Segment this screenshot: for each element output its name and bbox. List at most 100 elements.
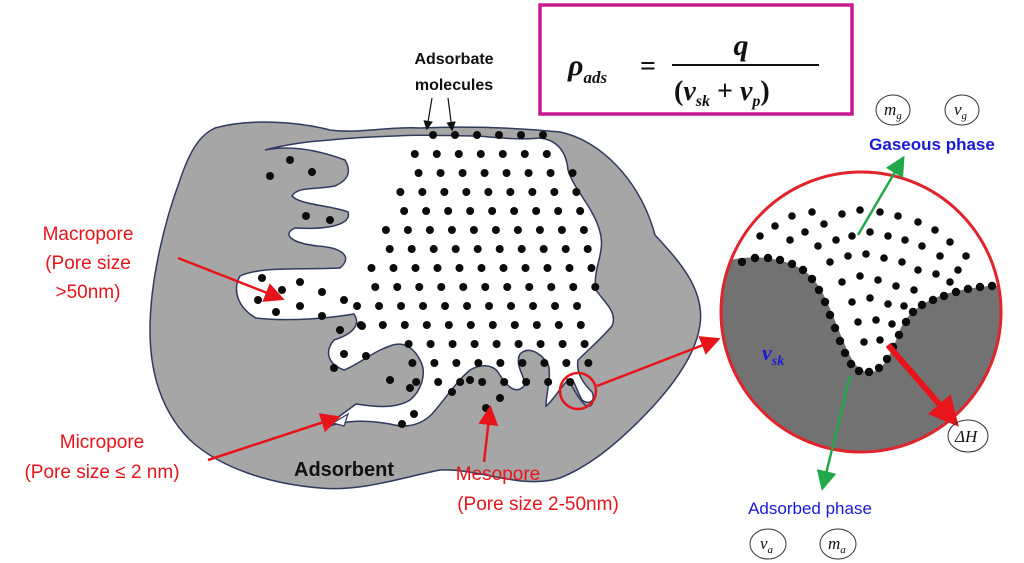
molecule — [466, 321, 475, 329]
svg-text:(vsk + vp): (vsk + vp) — [674, 76, 770, 110]
molecule — [463, 302, 472, 310]
molecule — [499, 264, 508, 272]
dh-symbol-ring — [947, 419, 989, 453]
molecule — [901, 317, 911, 327]
molecule — [302, 212, 310, 220]
molecule — [517, 131, 526, 139]
molecule — [481, 283, 490, 291]
eq-den-plus: + — [710, 76, 740, 107]
molecule — [441, 302, 450, 310]
molecule — [456, 378, 465, 386]
macropore-label-1: Macropore — [43, 224, 134, 245]
dh-symbol: ΔH — [954, 427, 979, 446]
molecule — [330, 364, 338, 372]
molecule — [436, 169, 445, 177]
molecule — [569, 283, 578, 291]
molecule — [459, 283, 468, 291]
macropore-label-3: >50nm) — [56, 282, 121, 303]
molecule — [488, 321, 497, 329]
molecule — [539, 131, 548, 139]
molecule — [326, 216, 334, 224]
molecule — [451, 131, 460, 139]
micropore-label-1: Micropore — [60, 432, 144, 453]
molecule — [485, 302, 494, 310]
molecule — [429, 245, 438, 253]
eq-den-v2: v — [740, 76, 753, 107]
molecule — [514, 340, 523, 348]
molecule — [580, 340, 589, 348]
molecule — [543, 264, 552, 272]
molecule — [838, 278, 846, 286]
gas-phase-arrow — [856, 155, 905, 236]
molecule — [848, 232, 856, 240]
molecule — [786, 236, 794, 244]
molecule — [430, 359, 439, 367]
adsorbate-arrow-1 — [423, 97, 433, 131]
molecule — [398, 420, 406, 428]
molecule — [562, 359, 571, 367]
molecule — [554, 321, 563, 329]
magnify-marker — [558, 371, 598, 411]
molecule — [838, 210, 846, 218]
molecule — [408, 359, 417, 367]
molecule — [254, 296, 262, 304]
eq-den-open: ( — [674, 76, 683, 107]
molecule — [840, 348, 850, 358]
molecule — [848, 298, 856, 306]
adsorbate-molecules — [254, 131, 600, 428]
molecule — [404, 340, 413, 348]
molecule — [826, 258, 834, 266]
micropore-label-2: (Pore size ≤ 2 nm) — [24, 462, 179, 483]
molecule — [412, 378, 421, 386]
molecule — [480, 169, 489, 177]
gaseous-phase-label: Gaseous phase — [869, 135, 995, 154]
molecule — [400, 321, 409, 329]
eq-lhs-sub: ads — [583, 68, 607, 87]
eq-den-sub1: sk — [695, 93, 710, 110]
molecule — [946, 238, 954, 246]
molecule — [444, 321, 453, 329]
molecule — [888, 320, 896, 328]
molecule — [554, 207, 563, 215]
molecule — [900, 302, 908, 310]
molecule — [524, 169, 533, 177]
molecule — [898, 258, 906, 266]
molecule — [866, 228, 874, 236]
molecule — [410, 150, 419, 158]
molecule — [536, 340, 545, 348]
molecule — [400, 207, 409, 215]
molecule — [407, 245, 416, 253]
molecule — [860, 338, 868, 346]
molecule — [566, 378, 575, 386]
molecule — [830, 323, 840, 333]
molecule — [318, 288, 326, 296]
molecule — [910, 286, 918, 294]
molecule — [378, 321, 387, 329]
molecule — [491, 226, 500, 234]
molecule — [892, 282, 900, 290]
molecule — [546, 169, 555, 177]
va-symbol-ring — [749, 528, 787, 560]
molecule — [576, 321, 585, 329]
molecule — [880, 254, 888, 262]
molecule — [864, 367, 874, 377]
molecule — [807, 274, 817, 284]
molecule — [474, 359, 483, 367]
vsk-label: vsk — [762, 340, 784, 369]
molecule — [411, 264, 420, 272]
molecule — [775, 255, 785, 265]
molecule — [484, 188, 493, 196]
molecule — [801, 228, 809, 236]
zoom-inset — [719, 170, 1003, 454]
molecule — [455, 264, 464, 272]
molecule — [763, 253, 773, 263]
molecule — [876, 208, 884, 216]
adsorbate-arrow-2 — [446, 97, 456, 132]
molecule — [470, 340, 479, 348]
molecule — [502, 169, 511, 177]
molecule — [544, 378, 553, 386]
molecule — [258, 274, 266, 282]
molecule — [521, 264, 530, 272]
molecule — [583, 245, 592, 253]
molecule — [476, 150, 485, 158]
